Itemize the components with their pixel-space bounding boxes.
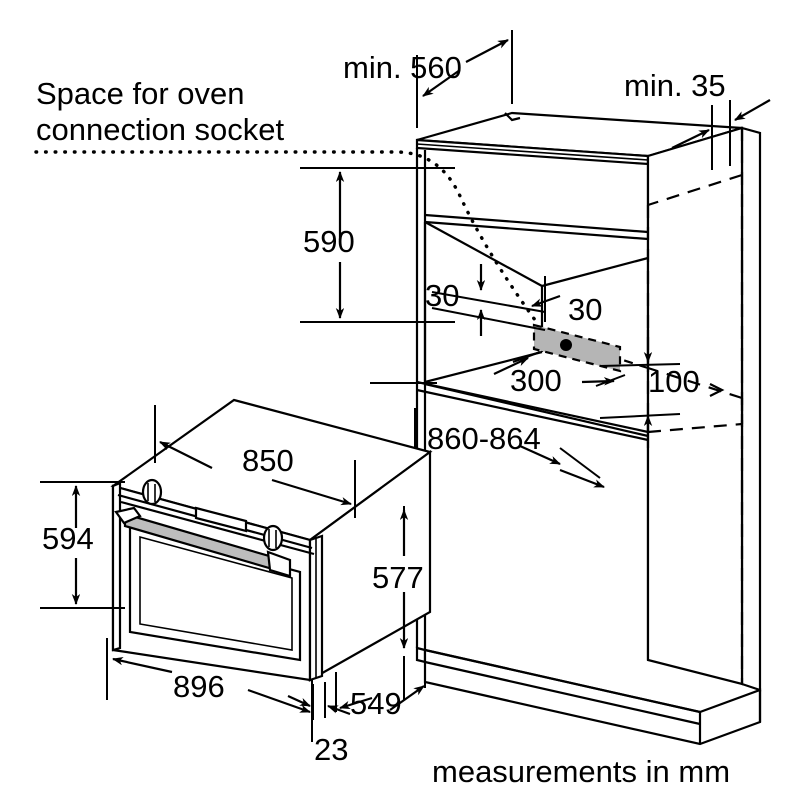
niche-bottom-shelf	[416, 380, 649, 442]
footer-note: measurements in mm	[432, 754, 730, 789]
cabinet-assembly	[415, 111, 762, 746]
note-line2: connection socket	[36, 112, 285, 147]
dimension-594	[40, 481, 125, 609]
label-100: 100	[648, 364, 700, 399]
dimension-23	[287, 682, 351, 720]
connection-socket-zone	[532, 323, 622, 373]
socket-point-marker	[560, 339, 572, 351]
dimension-590	[300, 167, 455, 323]
label-594: 594	[42, 521, 94, 556]
label-590: 590	[303, 224, 355, 259]
dimension-850	[154, 405, 356, 518]
oven-door-handle	[114, 506, 292, 578]
label-860-864: 860-864	[427, 421, 541, 456]
oven-display	[194, 506, 248, 533]
oven-control-knob-left[interactable]	[141, 478, 163, 506]
label-min-35: min. 35	[624, 68, 726, 103]
dimension-30-left	[431, 264, 546, 336]
dimension-549	[335, 650, 426, 712]
cabinet-right-side-panel	[646, 126, 762, 692]
label-549: 549	[350, 686, 402, 721]
label-896: 896	[173, 669, 225, 704]
label-850: 850	[242, 443, 294, 478]
niche-opening	[423, 213, 649, 382]
dimension-300	[493, 351, 626, 387]
dimension-100	[599, 330, 725, 448]
note-line1: Space for oven	[36, 76, 245, 111]
label-min-560: min. 560	[343, 50, 462, 85]
label-577: 577	[372, 560, 424, 595]
dimension-30-right	[531, 276, 561, 322]
oven-control-knob-right[interactable]	[262, 524, 284, 552]
socket-leader-dotted-line	[34, 150, 537, 322]
label-300: 300	[510, 363, 562, 398]
label-30-right: 30	[568, 292, 602, 327]
dimension-min-35	[671, 99, 771, 170]
dimension-min-560	[416, 30, 513, 128]
label-30-left: 30	[425, 278, 459, 313]
cabinet-hidden-rear-outline	[559, 128, 744, 684]
label-23: 23	[314, 732, 348, 767]
